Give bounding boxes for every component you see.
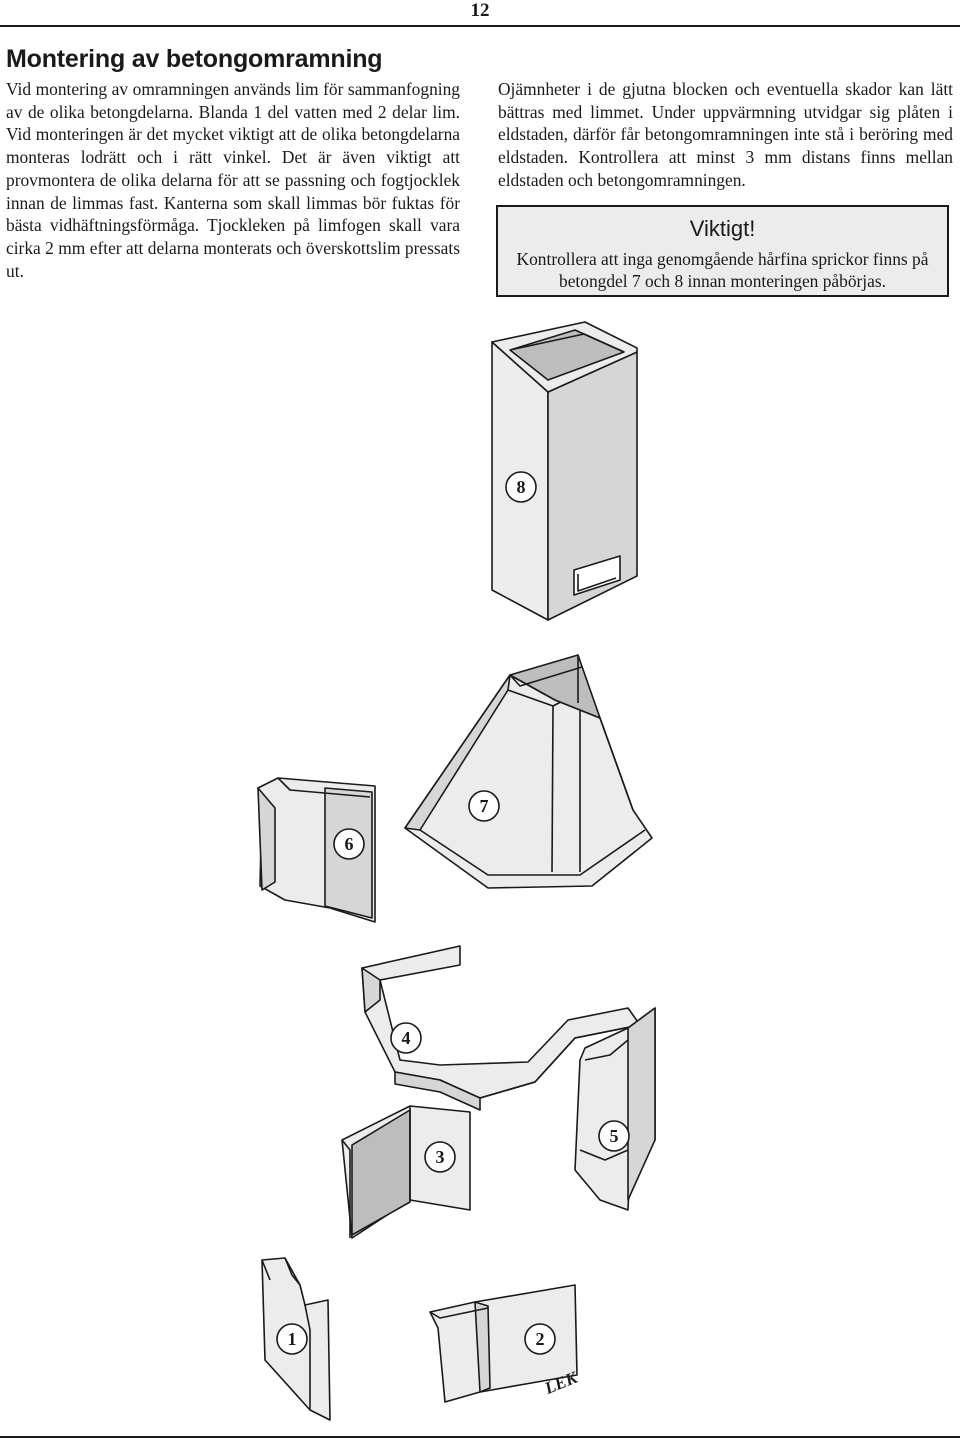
- part-label-1: 1: [288, 1329, 297, 1349]
- body-right-paragraph: Ojämnheter i de gjutna blocken och event…: [498, 79, 953, 190]
- chimney-top-part: [491, 321, 638, 621]
- part-label-3: 3: [436, 1147, 445, 1167]
- hood-part: [404, 654, 653, 889]
- page-title: Montering av betongomramning: [6, 45, 383, 73]
- page-number: 12: [470, 0, 490, 21]
- part-label-2: 2: [536, 1329, 545, 1349]
- part-label-5: 5: [610, 1126, 619, 1146]
- notice-text: Kontrollera att inga genomgående hårfina…: [516, 249, 929, 291]
- important-notice-box: Viktigt! Kontrollera att inga genomgåend…: [496, 205, 949, 297]
- exploded-assembly-diagram: 8 7 6 4 5 3 1 2 LEK: [257, 321, 656, 1421]
- top-rule: [0, 25, 960, 27]
- left-panel-part: [257, 777, 376, 923]
- part-label-7: 7: [480, 796, 489, 816]
- part-label-6: 6: [345, 834, 354, 854]
- body-left-paragraph: Vid montering av omramningen används lim…: [6, 79, 460, 281]
- left-pillar-part: [341, 1105, 471, 1239]
- part-number-callouts: [276, 471, 630, 1355]
- right-base-part: [429, 1284, 578, 1403]
- notice-heading: Viktigt!: [689, 216, 756, 241]
- bottom-rule: [0, 1436, 960, 1438]
- arch-part: [361, 945, 641, 1111]
- part-label-4: 4: [402, 1028, 411, 1048]
- right-pillar-part: [574, 1007, 656, 1211]
- part-label-8: 8: [517, 477, 526, 497]
